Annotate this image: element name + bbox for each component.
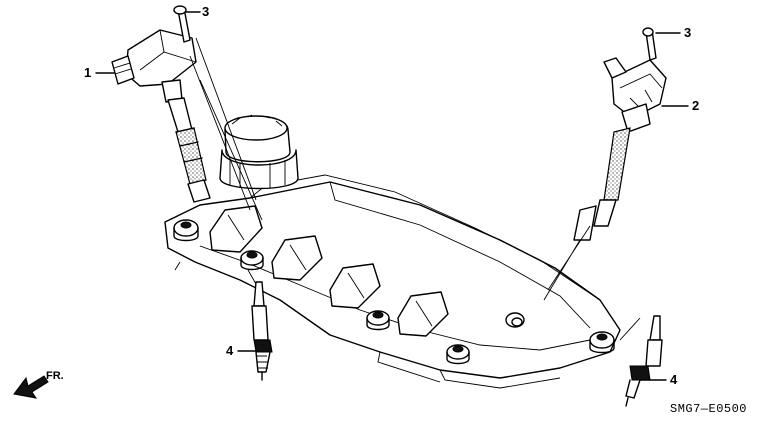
cover-bolts	[173, 219, 615, 365]
orientation-label: FR.	[46, 370, 64, 382]
callout-2: 2	[692, 98, 700, 113]
callout-3-left: 3	[202, 4, 210, 19]
ignition-coil-right	[573, 27, 667, 241]
spark-plug-left	[251, 281, 273, 381]
callout-4-left: 4	[226, 343, 234, 358]
ignition-coil-left	[111, 5, 211, 203]
coil-bosses	[209, 205, 449, 337]
spark-plug-right	[625, 315, 663, 407]
front-direction-arrow-icon	[13, 375, 49, 399]
diagram-code: SMG7—E0500	[670, 402, 748, 416]
oil-filler-cap	[219, 114, 299, 190]
valve-cover	[164, 174, 621, 389]
leader-lines	[95, 11, 689, 381]
callout-1: 1	[84, 65, 92, 80]
callout-4-right: 4	[670, 372, 678, 387]
callout-3-right: 3	[684, 25, 692, 40]
